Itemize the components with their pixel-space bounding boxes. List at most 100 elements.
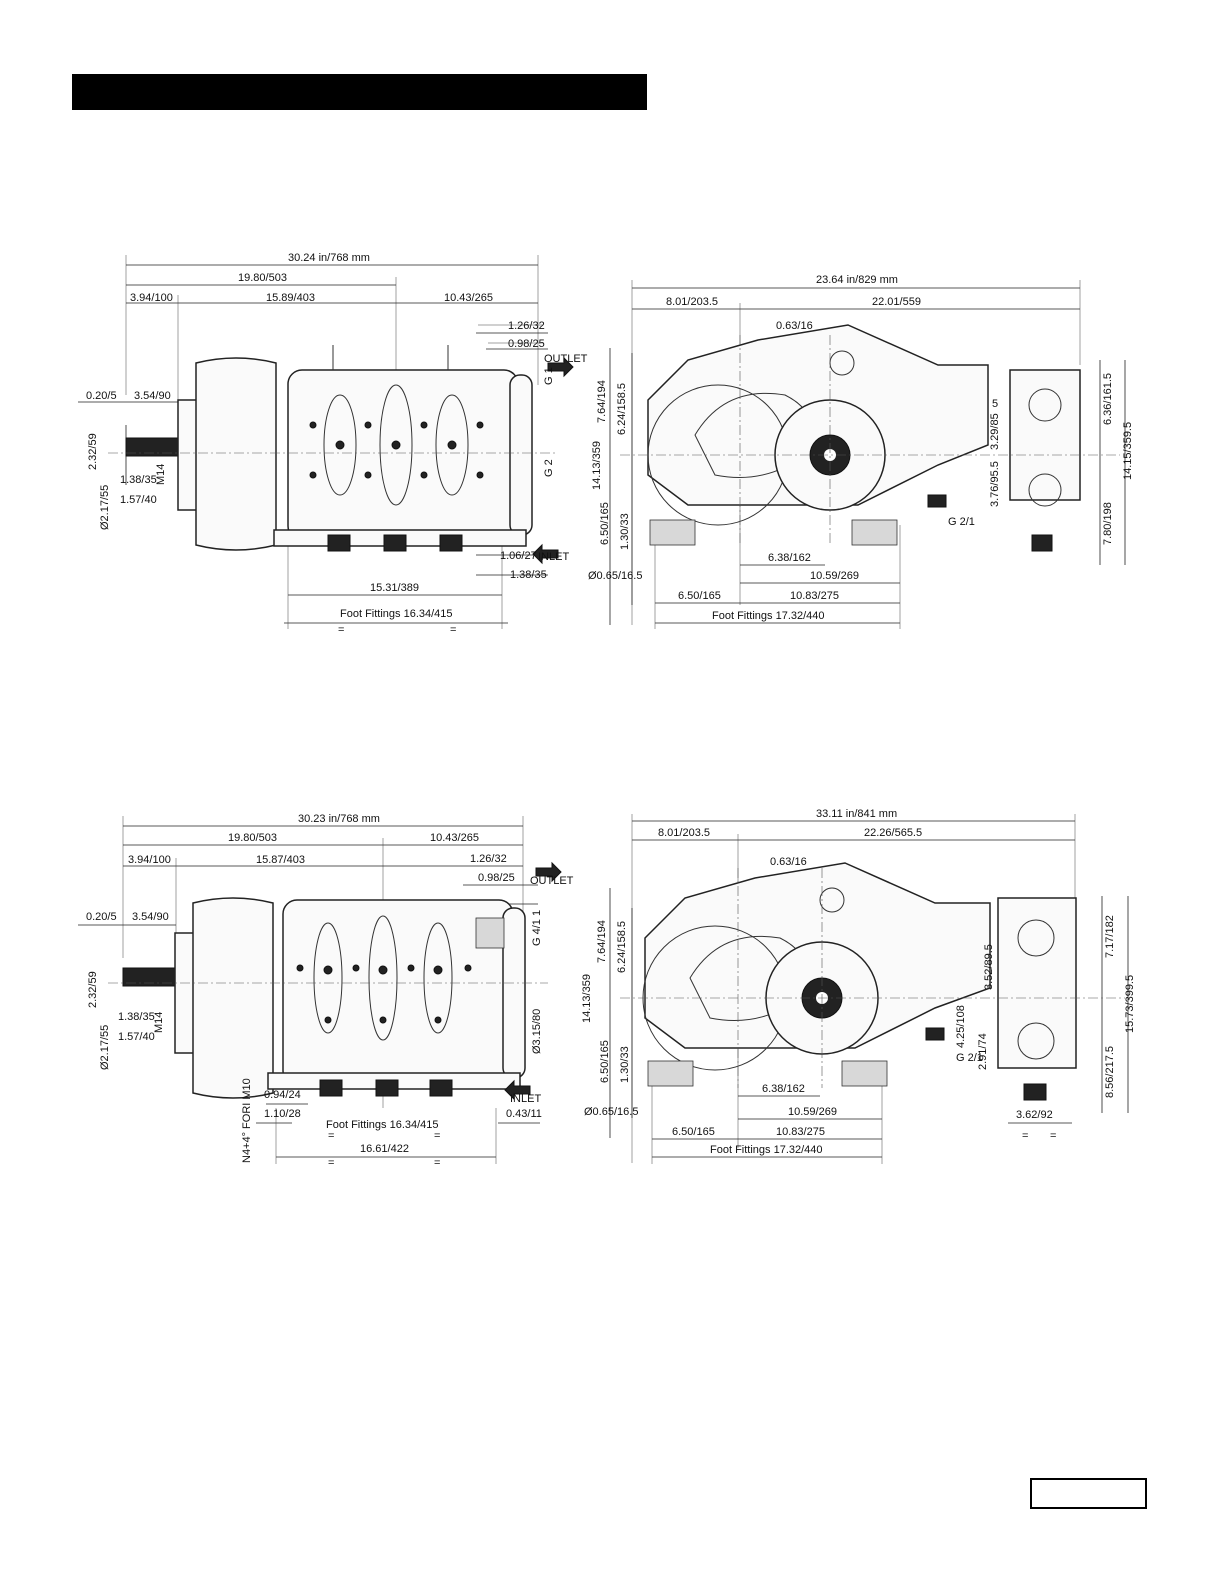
svg-text:1.57/40: 1.57/40 bbox=[118, 1031, 155, 1043]
svg-text:=: = bbox=[328, 1157, 334, 1169]
svg-text:8.56/217.5: 8.56/217.5 bbox=[1104, 1046, 1116, 1098]
svg-text:=: = bbox=[434, 1157, 440, 1169]
svg-text:30.24 in/768 mm: 30.24 in/768 mm bbox=[288, 252, 370, 264]
svg-text:10.59/269: 10.59/269 bbox=[810, 570, 859, 582]
pump-body bbox=[108, 345, 574, 565]
svg-text:14.15/359.5: 14.15/359.5 bbox=[1122, 422, 1134, 480]
dimension-labels: 30.24 in/768 mm 19.80/503 10.43/265 3.94… bbox=[86, 252, 588, 636]
svg-text:0.43/11: 0.43/11 bbox=[506, 1108, 542, 1120]
svg-text:Foot Fittings 16.34/415: Foot Fittings 16.34/415 bbox=[326, 1119, 439, 1131]
dimension-labels: 23.64 in/829 mm 8.01/203.5 22.01/559 0.6… bbox=[588, 274, 1134, 622]
svg-text:Foot Fittings 16.34/415: Foot Fittings 16.34/415 bbox=[340, 608, 453, 620]
svg-text:G 2: G 2 bbox=[543, 459, 555, 477]
svg-text:Foot Fittings 17.32/440: Foot Fittings 17.32/440 bbox=[710, 1144, 823, 1156]
svg-text:Foot Fittings 17.32/440: Foot Fittings 17.32/440 bbox=[712, 610, 825, 622]
svg-text:14.13/359: 14.13/359 bbox=[591, 441, 603, 490]
svg-text:22.01/559: 22.01/559 bbox=[872, 296, 921, 308]
svg-text:7.80/198: 7.80/198 bbox=[1102, 502, 1114, 545]
svg-text:1.57/40: 1.57/40 bbox=[120, 494, 157, 506]
dimension-labels: 33.11 in/841 mm 8.01/203.5 22.26/565.5 0… bbox=[581, 808, 1136, 1156]
svg-text:1.38/35: 1.38/35 bbox=[118, 1011, 155, 1023]
svg-text:15.87/403: 15.87/403 bbox=[256, 854, 305, 866]
svg-text:G 1: G 1 bbox=[543, 367, 555, 385]
svg-text:7.64/194: 7.64/194 bbox=[596, 920, 608, 963]
svg-text:1.06/27: 1.06/27 bbox=[500, 550, 537, 562]
svg-text:3.76/95.5: 3.76/95.5 bbox=[989, 461, 1001, 507]
svg-text:6.38/162: 6.38/162 bbox=[768, 552, 811, 564]
svg-text:1.10/28: 1.10/28 bbox=[264, 1108, 301, 1120]
svg-text:10.83/275: 10.83/275 bbox=[776, 1126, 825, 1138]
svg-text:30.23 in/768 mm: 30.23 in/768 mm bbox=[298, 813, 380, 825]
svg-text:1.38/35: 1.38/35 bbox=[120, 474, 157, 486]
svg-text:G 4/1 1: G 4/1 1 bbox=[531, 910, 543, 946]
svg-text:6.50/165: 6.50/165 bbox=[672, 1126, 715, 1138]
svg-text:6.50/165: 6.50/165 bbox=[678, 590, 721, 602]
svg-text:G 2/1: G 2/1 bbox=[956, 1052, 983, 1064]
svg-text:6.50/165: 6.50/165 bbox=[599, 502, 611, 545]
svg-text:15.73/399.5: 15.73/399.5 bbox=[1124, 975, 1136, 1033]
pump-body bbox=[620, 324, 1120, 552]
svg-text:Ø0.65/16.5: Ø0.65/16.5 bbox=[584, 1106, 638, 1118]
svg-text:19.80/503: 19.80/503 bbox=[238, 272, 287, 284]
svg-text:3.94/100: 3.94/100 bbox=[130, 292, 173, 304]
svg-text:1.38/35: 1.38/35 bbox=[510, 569, 547, 581]
svg-text:6.38/162: 6.38/162 bbox=[762, 1083, 805, 1095]
svg-text:=: = bbox=[338, 624, 344, 636]
svg-text:10.83/275: 10.83/275 bbox=[790, 590, 839, 602]
svg-text:=: = bbox=[434, 1130, 440, 1142]
svg-text:15.31/389: 15.31/389 bbox=[370, 582, 419, 594]
svg-text:M14: M14 bbox=[153, 1012, 165, 1033]
pump-body bbox=[620, 862, 1125, 1101]
svg-text:6.24/158.5: 6.24/158.5 bbox=[616, 383, 628, 435]
section-title-bar bbox=[72, 74, 647, 110]
pump-end-view-1: 23.64 in/829 mm 8.01/203.5 22.01/559 0.6… bbox=[588, 274, 1134, 629]
svg-text:INLET: INLET bbox=[538, 551, 569, 563]
svg-text:=: = bbox=[1050, 1130, 1056, 1142]
svg-text:=: = bbox=[328, 1130, 334, 1142]
dimension-labels: 30.23 in/768 mm 19.80/503 10.43/265 3.94… bbox=[86, 813, 574, 1169]
svg-text:16.61/422: 16.61/422 bbox=[360, 1143, 409, 1155]
svg-text:3.52/89.5: 3.52/89.5 bbox=[983, 944, 995, 990]
svg-text:14.13/359: 14.13/359 bbox=[581, 974, 593, 1023]
pump-side-view-1: 30.24 in/768 mm 19.80/503 10.43/265 3.94… bbox=[78, 252, 588, 636]
svg-text:22.26/565.5: 22.26/565.5 bbox=[864, 827, 922, 839]
svg-text:OUTLET: OUTLET bbox=[544, 353, 588, 365]
svg-text:15.89/403: 15.89/403 bbox=[266, 292, 315, 304]
svg-text:Ø2.17/55: Ø2.17/55 bbox=[99, 485, 111, 530]
svg-text:19.80/503: 19.80/503 bbox=[228, 832, 277, 844]
svg-text:2.32/59: 2.32/59 bbox=[87, 971, 99, 1008]
svg-text:10.43/265: 10.43/265 bbox=[444, 292, 493, 304]
svg-text:3.94/100: 3.94/100 bbox=[128, 854, 171, 866]
svg-text:INLET: INLET bbox=[510, 1093, 541, 1105]
svg-text:7.64/194: 7.64/194 bbox=[596, 380, 608, 423]
svg-text:3.54/90: 3.54/90 bbox=[134, 390, 171, 402]
svg-text:Ø0.65/16.5: Ø0.65/16.5 bbox=[588, 570, 642, 582]
pump-end-view-2: 33.11 in/841 mm 8.01/203.5 22.26/565.5 0… bbox=[581, 808, 1136, 1164]
svg-text:1.30/33: 1.30/33 bbox=[619, 513, 631, 550]
svg-text:Ø3.15/80: Ø3.15/80 bbox=[531, 1009, 543, 1054]
svg-text:=: = bbox=[450, 624, 456, 636]
svg-text:3.54/90: 3.54/90 bbox=[132, 911, 169, 923]
svg-text:23.64 in/829 mm: 23.64 in/829 mm bbox=[816, 274, 898, 286]
svg-text:2.91/74: 2.91/74 bbox=[977, 1033, 989, 1070]
svg-text:8.01/203.5: 8.01/203.5 bbox=[666, 296, 718, 308]
svg-text:0.98/25: 0.98/25 bbox=[478, 872, 515, 884]
svg-text:1.26/32: 1.26/32 bbox=[470, 853, 507, 865]
svg-text:7.17/182: 7.17/182 bbox=[1104, 915, 1116, 958]
svg-text:5: 5 bbox=[992, 398, 998, 410]
svg-text:0.94/24: 0.94/24 bbox=[264, 1089, 301, 1101]
page-number-box bbox=[1030, 1478, 1147, 1509]
svg-text:1.30/33: 1.30/33 bbox=[619, 1046, 631, 1083]
pump-body bbox=[108, 861, 562, 1101]
svg-text:6.50/165: 6.50/165 bbox=[599, 1040, 611, 1083]
svg-text:M14: M14 bbox=[155, 464, 167, 485]
svg-text:8.01/203.5: 8.01/203.5 bbox=[658, 827, 710, 839]
svg-text:G 2/1: G 2/1 bbox=[948, 516, 975, 528]
svg-text:0.63/16: 0.63/16 bbox=[776, 320, 813, 332]
svg-text:0.20/5: 0.20/5 bbox=[86, 911, 117, 923]
svg-text:3.29/85: 3.29/85 bbox=[989, 413, 1001, 450]
svg-text:0.20/5: 0.20/5 bbox=[86, 390, 117, 402]
svg-text:OUTLET: OUTLET bbox=[530, 875, 574, 887]
svg-text:6.36/161.5: 6.36/161.5 bbox=[1102, 373, 1114, 425]
svg-text:6.24/158.5: 6.24/158.5 bbox=[616, 921, 628, 973]
